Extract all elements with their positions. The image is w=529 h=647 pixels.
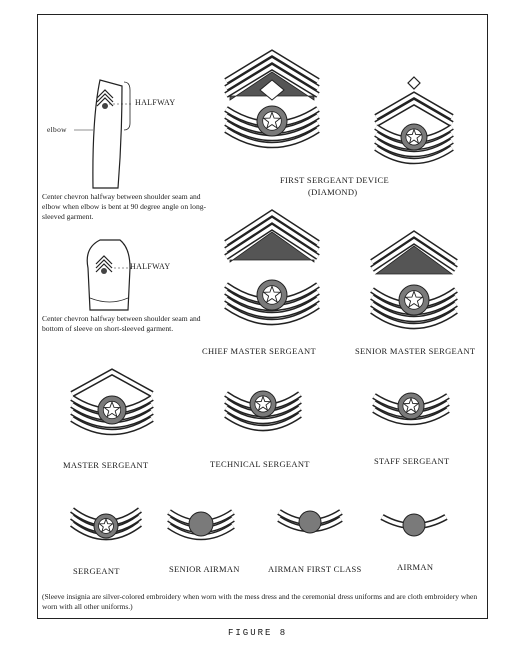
footnote: (Sleeve insignia are silver-colored embr… <box>42 592 478 611</box>
chevron-small-icon <box>95 255 113 274</box>
star-icon <box>98 517 114 533</box>
long-sleeve-diagram <box>74 79 132 189</box>
first-sergeant-insignia <box>224 49 320 149</box>
senior-airman-label: SENIOR AIRMAN <box>169 564 240 574</box>
long-sleeve-caption: Center chevron halfway between shoulder … <box>42 192 207 221</box>
senior-master-sergeant-insignia <box>370 230 458 330</box>
elbow-label: elbow <box>47 125 67 134</box>
star-icon <box>402 397 420 414</box>
airman-label: AIRMAN <box>397 562 434 572</box>
figure-label: FIGURE 8 <box>228 628 288 638</box>
short-sleeve-diagram <box>86 239 132 311</box>
technical-sergeant-label: TECHNICAL SERGEANT <box>210 459 310 469</box>
master-sergeant-insignia <box>70 368 154 436</box>
airman-first-class-label: AIRMAN FIRST CLASS <box>268 564 362 574</box>
sergeant-insignia <box>70 507 142 541</box>
diamond-icon <box>407 76 421 90</box>
technical-sergeant-insignia <box>224 390 302 432</box>
chief-master-sergeant-label: CHIEF MASTER SERGEANT <box>202 346 316 356</box>
star-icon <box>262 110 282 130</box>
first-sergeant-sublabel: (DIAMOND) <box>308 187 358 197</box>
star-icon <box>405 128 423 145</box>
chief-master-sergeant-insignia <box>224 209 320 326</box>
insignia-disc <box>298 510 322 534</box>
star-icon <box>404 289 424 309</box>
star-icon <box>262 284 282 304</box>
diamond-device-insignia <box>374 76 454 165</box>
airman-insignia <box>380 513 448 537</box>
master-sergeant-label: MASTER SERGEANT <box>63 460 149 470</box>
staff-sergeant-label: STAFF SERGEANT <box>374 456 450 466</box>
senior-master-sergeant-label: SENIOR MASTER SERGEANT <box>355 346 476 356</box>
figure-frame <box>37 14 488 619</box>
first-sergeant-label: FIRST SERGEANT DEVICE <box>280 175 389 185</box>
shaded-field <box>229 231 315 263</box>
halfway-label-long: HALFWAY <box>135 98 176 107</box>
diamond-icon <box>259 79 285 101</box>
insignia-disc <box>188 511 214 537</box>
chevron-stripe <box>70 368 154 397</box>
insignia-disc <box>402 513 426 537</box>
senior-airman-insignia <box>167 509 235 541</box>
sergeant-label: SERGEANT <box>73 566 120 576</box>
shaded-field <box>374 245 454 275</box>
halfway-label-short: HALFWAY <box>130 262 171 271</box>
star-icon <box>103 400 121 418</box>
airman-first-class-insignia <box>277 509 343 534</box>
short-sleeve-caption: Center chevron halfway between shoulder … <box>42 314 201 333</box>
star-icon <box>254 395 272 412</box>
chevron-small-icon <box>96 89 114 109</box>
staff-sergeant-insignia <box>372 392 450 426</box>
